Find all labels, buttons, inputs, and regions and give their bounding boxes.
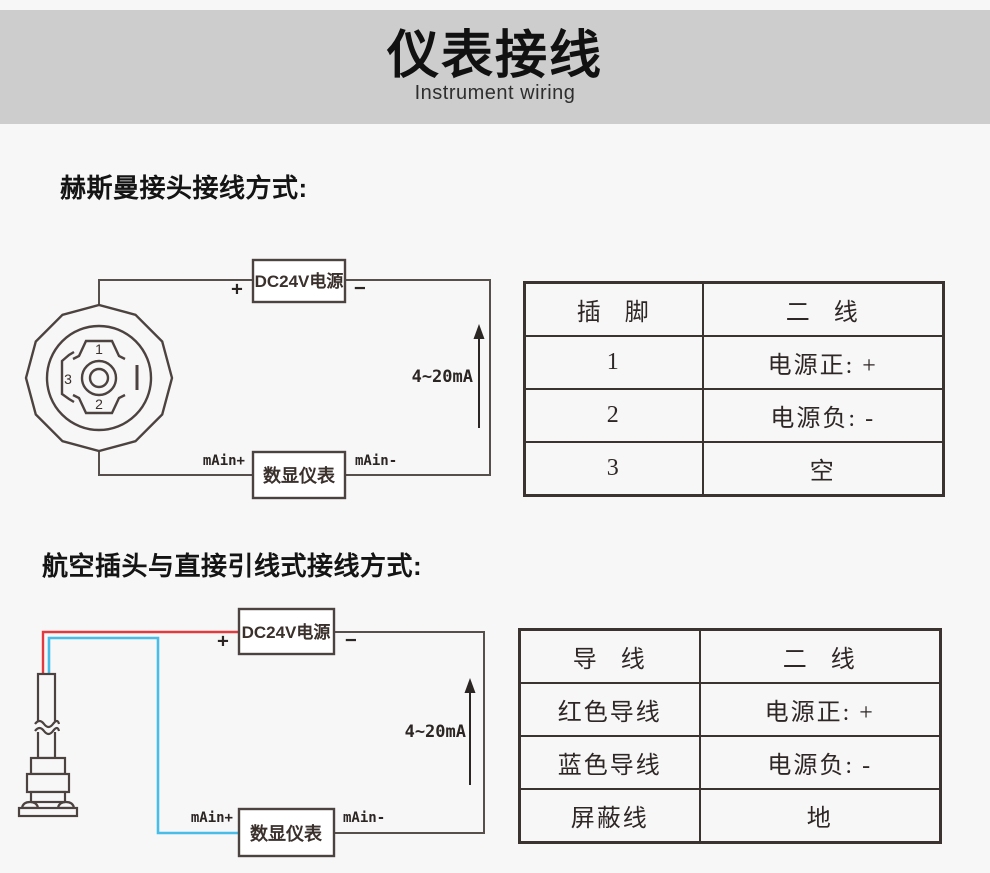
cell-wire: 蓝色导线 bbox=[518, 735, 701, 790]
cell-pin: 3 bbox=[523, 441, 704, 497]
meter-label: 数显仪表 bbox=[250, 823, 323, 844]
cell-wire: 屏蔽线 bbox=[518, 788, 701, 844]
header-cell-pin: 插 脚 bbox=[523, 281, 704, 337]
cell-function: 电源正: + bbox=[701, 335, 945, 390]
cell-function: 电源负: - bbox=[701, 388, 945, 443]
arrow-head bbox=[473, 324, 485, 339]
lead-wiring-table: 导 线 二 线 红色导线 电源正: + 蓝色导线 电源负: - 屏蔽线 地 bbox=[518, 628, 942, 844]
power-supply-label: DC24V电源 bbox=[242, 622, 331, 642]
main-plus-label: mAin+ bbox=[203, 453, 245, 469]
current-range-label: 4~20mA bbox=[405, 722, 466, 742]
arrow-head bbox=[464, 678, 476, 693]
flange-bump-right bbox=[56, 800, 76, 810]
pin1-bracket bbox=[72, 339, 126, 361]
section2-heading: 航空插头与直接引线式接线方式: bbox=[42, 551, 423, 581]
blue-wire bbox=[47, 636, 239, 835]
hirschmann-wiring-diagram: 1 2 3 DC24V电源 + − 4~20mA 数显仪表 mAin+ mAin… bbox=[24, 258, 491, 500]
meter-box bbox=[237, 807, 336, 858]
current-range-label: 4~20mA bbox=[412, 367, 473, 387]
table-row: 屏蔽线 地 bbox=[518, 788, 942, 844]
meter-box bbox=[251, 450, 347, 500]
cell-function: 电源正: + bbox=[698, 682, 942, 737]
cell-function: 地 bbox=[698, 788, 942, 844]
table-header-row: 插 脚 二 线 bbox=[523, 281, 945, 337]
pin2-bracket bbox=[72, 393, 126, 415]
table-header-row: 导 线 二 线 bbox=[518, 628, 942, 684]
plus-sign: + bbox=[231, 278, 242, 300]
wire-right-loop bbox=[345, 279, 491, 476]
header-cell-twowire: 二 线 bbox=[701, 281, 945, 337]
pin2-number: 2 bbox=[95, 396, 103, 412]
pin1-number: 1 bbox=[95, 341, 103, 357]
connector-drawing bbox=[24, 303, 174, 453]
sensor-cable bbox=[36, 672, 57, 760]
current-arrow bbox=[464, 678, 476, 785]
table-row: 蓝色导线 电源负: - bbox=[518, 735, 942, 790]
main-minus-label: mAin- bbox=[343, 810, 385, 826]
connector-center-inner bbox=[88, 367, 110, 389]
page-title: 仪表接线 bbox=[386, 27, 603, 86]
minus-sign: − bbox=[345, 629, 356, 651]
table-row: 3 空 bbox=[523, 441, 945, 497]
cell-function: 空 bbox=[701, 441, 945, 497]
sensor-neck bbox=[29, 756, 67, 776]
meter-label: 数显仪表 bbox=[263, 465, 336, 486]
section1-heading: 赫斯曼接头接线方式: bbox=[60, 173, 308, 203]
power-supply-box bbox=[251, 258, 347, 304]
cell-pin: 1 bbox=[523, 335, 704, 390]
cell-function: 电源负: - bbox=[698, 735, 942, 790]
plus-sign: + bbox=[217, 630, 228, 652]
header-cell-twowire: 二 线 bbox=[698, 628, 942, 684]
cell-pin: 2 bbox=[523, 388, 704, 443]
power-supply-box bbox=[237, 607, 336, 656]
sensor-drawing bbox=[17, 672, 79, 818]
lead-wire-diagram: DC24V电源 + − 4~20mA 数显仪表 mAin+ mAin- bbox=[17, 607, 485, 858]
cable-break-wave-top bbox=[34, 719, 61, 729]
pin3-number: 3 bbox=[64, 371, 72, 387]
table-row: 1 电源正: + bbox=[523, 335, 945, 390]
cable-break-wave-bottom bbox=[34, 726, 61, 736]
main-plus-label: mAin+ bbox=[191, 810, 233, 826]
sensor-hex-body bbox=[25, 772, 71, 794]
sensor-flange-plate bbox=[17, 806, 79, 818]
flange-bump-left bbox=[20, 800, 40, 810]
table-row: 2 电源负: - bbox=[523, 388, 945, 443]
wire-right-loop bbox=[334, 631, 485, 834]
red-wire bbox=[41, 630, 239, 675]
page-subtitle: Instrument wiring bbox=[414, 81, 576, 104]
table-row: 红色导线 电源正: + bbox=[518, 682, 942, 737]
pin3-bracket bbox=[60, 350, 75, 404]
header-band: 仪表接线 Instrument wiring bbox=[0, 10, 990, 124]
power-supply-label: DC24V电源 bbox=[255, 271, 344, 291]
pin-wiring-table: 插 脚 二 线 1 电源正: + 2 电源负: - 3 空 bbox=[523, 281, 945, 497]
cell-wire: 红色导线 bbox=[518, 682, 701, 737]
header-cell-wire: 导 线 bbox=[518, 628, 701, 684]
sensor-collar bbox=[29, 790, 67, 804]
current-arrow bbox=[473, 324, 485, 428]
minus-sign: − bbox=[354, 277, 365, 299]
main-minus-label: mAin- bbox=[355, 453, 397, 469]
